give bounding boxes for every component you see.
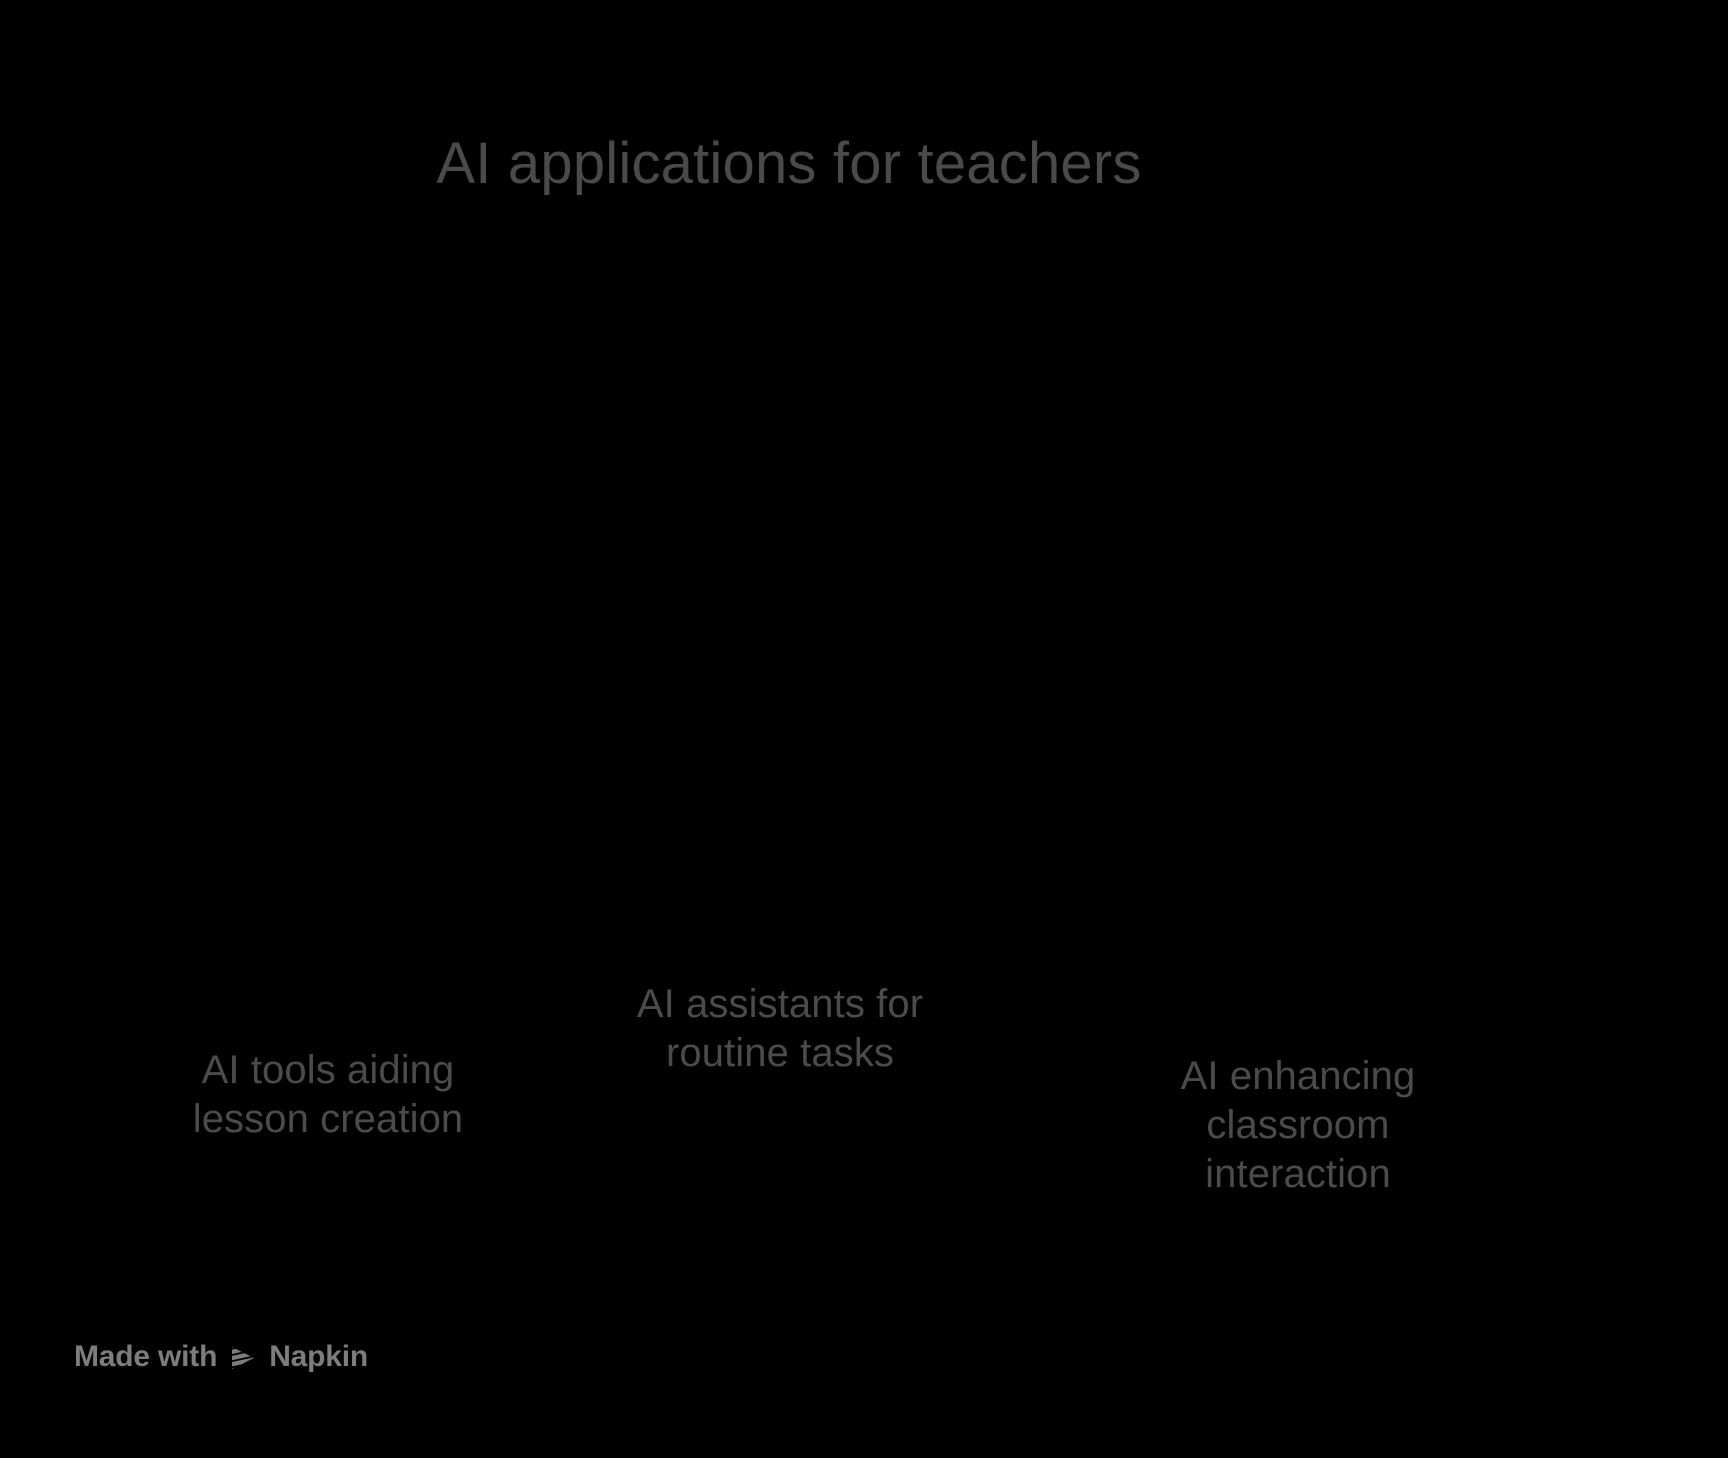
node-label-classroom-interaction: AI enhancing classroom interaction bbox=[1180, 1054, 1416, 1196]
node-label-lesson-creation: AI tools aiding lesson creation bbox=[192, 1048, 464, 1141]
napkin-play-triangle-icon bbox=[228, 1343, 258, 1373]
node-graphic-2 bbox=[640, 770, 940, 1170]
node-graphic-1 bbox=[180, 850, 480, 1240]
diagram-title: AI applications for teachers bbox=[436, 131, 1142, 196]
watermark-brand-text: Napkin bbox=[269, 1340, 369, 1373]
node-label-routine-tasks: AI assistants for routine tasks bbox=[636, 982, 924, 1075]
watermark-prefix-text: Made with bbox=[74, 1340, 218, 1373]
napkin-watermark: Made with Napkin bbox=[74, 1342, 368, 1372]
